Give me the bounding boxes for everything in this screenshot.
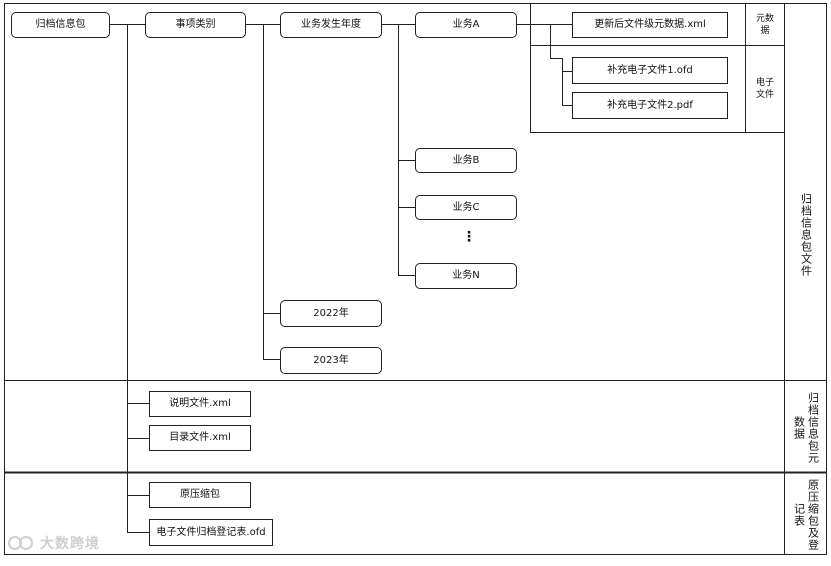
electronic-file-2-node: 补充电子文件2.pdf bbox=[572, 92, 728, 119]
catalog-file-node: 目录文件.xml bbox=[149, 425, 251, 451]
electronic-file-1-node: 补充电子文件1.ofd bbox=[572, 57, 728, 84]
section-package-label-box: 原压缩包及登记表 bbox=[785, 479, 826, 551]
year-node: 业务发生年度 bbox=[280, 12, 382, 38]
year-2023-node: 2023年 bbox=[280, 347, 382, 374]
root-node: 归档信息包 bbox=[11, 12, 110, 38]
business-b-node: 业务B bbox=[415, 148, 517, 173]
section-package-label: 原压缩包及登记表 bbox=[792, 479, 820, 551]
registration-form-node: 电子文件归档登记表.ofd bbox=[149, 519, 273, 546]
business-a-node: 业务A bbox=[415, 12, 517, 38]
watermark-logo-icon bbox=[8, 536, 33, 550]
category-node: 事项类别 bbox=[145, 12, 246, 38]
electronic-label: 电子文件 bbox=[755, 78, 774, 100]
description-file-node: 说明文件.xml bbox=[149, 391, 251, 417]
metadata-label: 元数据 bbox=[755, 14, 774, 36]
original-package-node: 原压缩包 bbox=[149, 482, 251, 508]
section-meta-label: 归档信息包元数据 bbox=[792, 392, 820, 464]
year-2022-node: 2022年 bbox=[280, 300, 382, 327]
watermark-text: 大数跨境 bbox=[40, 536, 100, 552]
ellipsis-marker: ⋮ bbox=[462, 229, 476, 245]
section-meta-label-box: 归档信息包元数据 bbox=[785, 388, 826, 468]
section-files-label-box: 归档信息包文件 bbox=[785, 190, 826, 280]
business-c-node: 业务C bbox=[415, 195, 517, 220]
business-n-node: 业务N bbox=[415, 263, 517, 289]
watermark: 大数跨境 bbox=[6, 533, 100, 553]
metadata-file-node: 更新后文件级元数据.xml bbox=[572, 12, 728, 38]
section-files-label: 归档信息包文件 bbox=[799, 193, 813, 277]
